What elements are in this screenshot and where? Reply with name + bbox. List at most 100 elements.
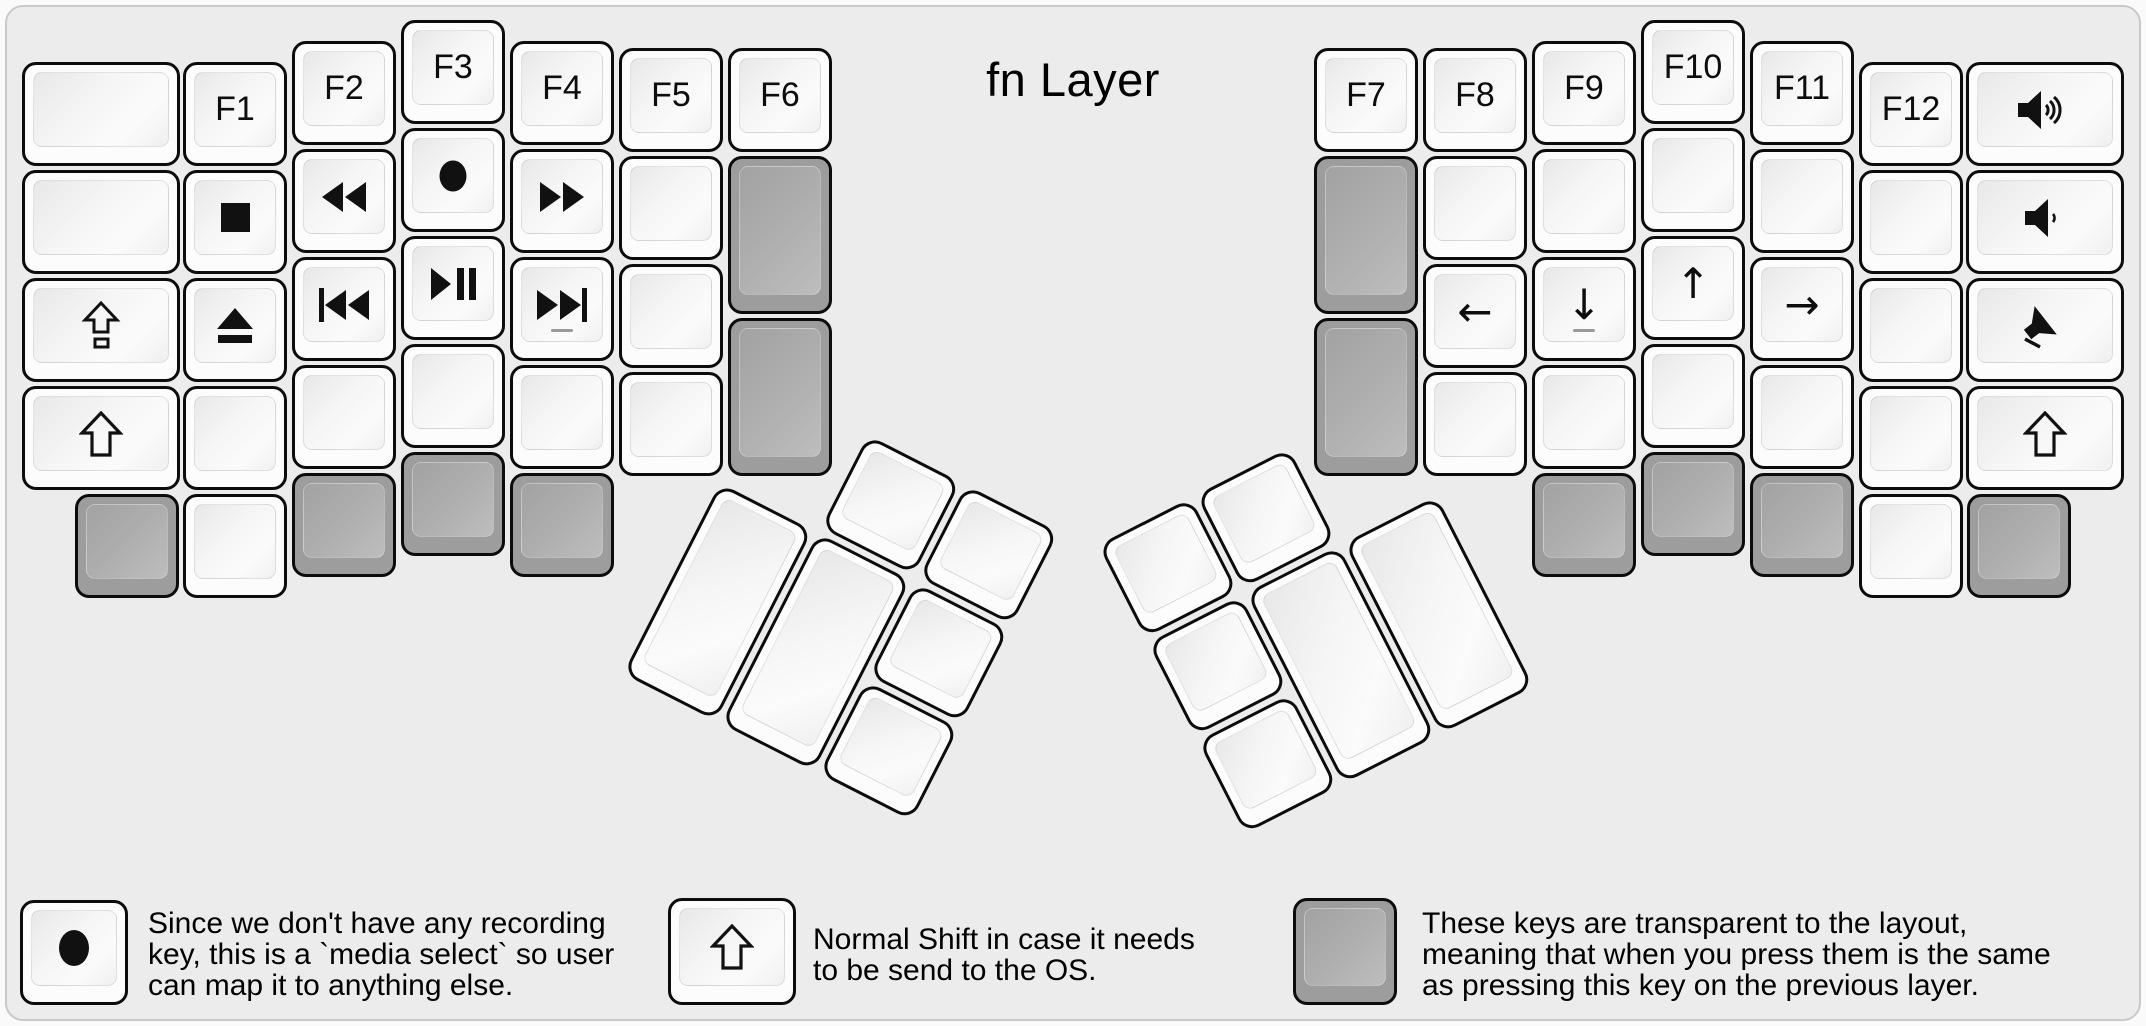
key-arrow-right[interactable]: → <box>1750 257 1854 361</box>
keycap-top <box>86 504 168 579</box>
key-mute[interactable] <box>1966 278 2124 382</box>
keycap-top <box>1304 908 1386 986</box>
key-blank[interactable] <box>1423 372 1527 476</box>
keycap-top: ↑ <box>1652 246 1734 321</box>
keycap-top <box>194 504 276 579</box>
key-caps-lock[interactable] <box>22 278 180 382</box>
key-shift-right[interactable] <box>1966 386 2124 490</box>
key-blank[interactable] <box>1750 365 1854 469</box>
legend-key-record[interactable] <box>20 900 128 1005</box>
key-stop[interactable] <box>183 170 287 274</box>
keycap-top: F8 <box>1434 58 1516 133</box>
key-volume-up[interactable] <box>1966 62 2124 166</box>
keycap-top <box>1870 180 1952 255</box>
key-transparent[interactable] <box>728 318 832 476</box>
keycap-top <box>1977 396 2113 471</box>
keycap-top: F11 <box>1761 51 1843 126</box>
key-blank[interactable] <box>401 344 505 448</box>
eject-icon <box>217 307 253 344</box>
key-transparent[interactable] <box>1750 473 1854 577</box>
keycap-top <box>1652 138 1734 213</box>
key-arrow-left[interactable]: ← <box>1423 264 1527 368</box>
key-blank[interactable] <box>1641 128 1745 232</box>
key-transparent[interactable] <box>1532 473 1636 577</box>
key-f3[interactable]: F3 <box>401 20 505 124</box>
key-blank[interactable] <box>619 156 723 260</box>
record-icon <box>438 159 468 193</box>
key-f8[interactable]: F8 <box>1423 48 1527 152</box>
key-label: F2 <box>324 69 364 107</box>
key-arrow-down-icon: ↓ <box>1566 279 1602 329</box>
keycap-top <box>1870 504 1952 579</box>
key-blank[interactable] <box>510 365 614 469</box>
key-f5[interactable]: F5 <box>619 48 723 152</box>
key-blank[interactable] <box>1423 156 1527 260</box>
key-f4[interactable]: F4 <box>510 41 614 145</box>
key-f10[interactable]: F10 <box>1641 20 1745 124</box>
keycap-top <box>194 180 276 255</box>
key-fast-forward[interactable] <box>510 149 614 253</box>
key-volume-down[interactable] <box>1966 170 2124 274</box>
key-blank[interactable] <box>1750 149 1854 253</box>
key-blank[interactable] <box>22 62 180 166</box>
key-next-track[interactable] <box>510 257 614 361</box>
key-transparent[interactable] <box>1314 156 1418 314</box>
key-transparent[interactable] <box>510 473 614 577</box>
key-transparent[interactable] <box>75 494 179 598</box>
keycap-top <box>630 382 712 457</box>
key-f1[interactable]: F1 <box>183 62 287 166</box>
key-f9[interactable]: F9 <box>1532 41 1636 145</box>
key-label: F6 <box>760 76 800 114</box>
key-f7[interactable]: F7 <box>1314 48 1418 152</box>
keycap-top <box>1325 328 1407 457</box>
key-blank[interactable] <box>183 494 287 598</box>
key-transparent[interactable] <box>1967 494 2071 598</box>
key-shift-left[interactable] <box>22 386 180 490</box>
key-transparent[interactable] <box>728 156 832 314</box>
record-large-icon <box>57 928 91 968</box>
keycap-top <box>1977 180 2113 255</box>
key-f12[interactable]: F12 <box>1859 62 1963 166</box>
stop-icon <box>220 203 250 232</box>
key-blank[interactable] <box>619 372 723 476</box>
key-f2[interactable]: F2 <box>292 41 396 145</box>
key-record[interactable] <box>401 128 505 232</box>
keycap-top <box>33 396 169 471</box>
key-transparent[interactable] <box>401 452 505 556</box>
key-f6[interactable]: F6 <box>728 48 832 152</box>
key-prev-track[interactable] <box>292 257 396 361</box>
keycap-top: F6 <box>739 58 821 133</box>
key-blank[interactable] <box>22 170 180 274</box>
key-arrow-up[interactable]: ↑ <box>1641 236 1745 340</box>
key-blank[interactable] <box>1532 365 1636 469</box>
keycap-top: F10 <box>1652 30 1734 105</box>
key-transparent[interactable] <box>292 473 396 577</box>
key-transparent[interactable] <box>1641 452 1745 556</box>
key-blank[interactable] <box>292 365 396 469</box>
keycap-top: F12 <box>1870 72 1952 147</box>
key-eject[interactable] <box>183 278 287 382</box>
key-play-pause[interactable] <box>401 236 505 340</box>
key-blank[interactable] <box>1641 344 1745 448</box>
key-label: F5 <box>651 76 691 114</box>
key-transparent[interactable] <box>1314 318 1418 476</box>
key-label: F10 <box>1663 48 1723 86</box>
legend-key-transparent[interactable] <box>1293 898 1397 1005</box>
key-blank[interactable] <box>1532 149 1636 253</box>
shift-icon <box>710 924 754 970</box>
key-rewind[interactable] <box>292 149 396 253</box>
key-blank[interactable] <box>183 386 287 490</box>
legend-key-shift[interactable] <box>668 898 796 1005</box>
key-blank[interactable] <box>1859 386 1963 490</box>
key-blank[interactable] <box>1859 170 1963 274</box>
key-f11[interactable]: F11 <box>1750 41 1854 145</box>
keycap-top <box>1977 72 2113 147</box>
key-blank[interactable] <box>1859 494 1963 598</box>
keycap-top <box>33 288 169 363</box>
keycap-top <box>1870 288 1952 363</box>
keycap-top <box>630 166 712 241</box>
rewind-icon <box>321 181 367 213</box>
key-blank[interactable] <box>619 264 723 368</box>
key-blank[interactable] <box>1859 278 1963 382</box>
key-arrow-down[interactable]: ↓ <box>1532 257 1636 361</box>
